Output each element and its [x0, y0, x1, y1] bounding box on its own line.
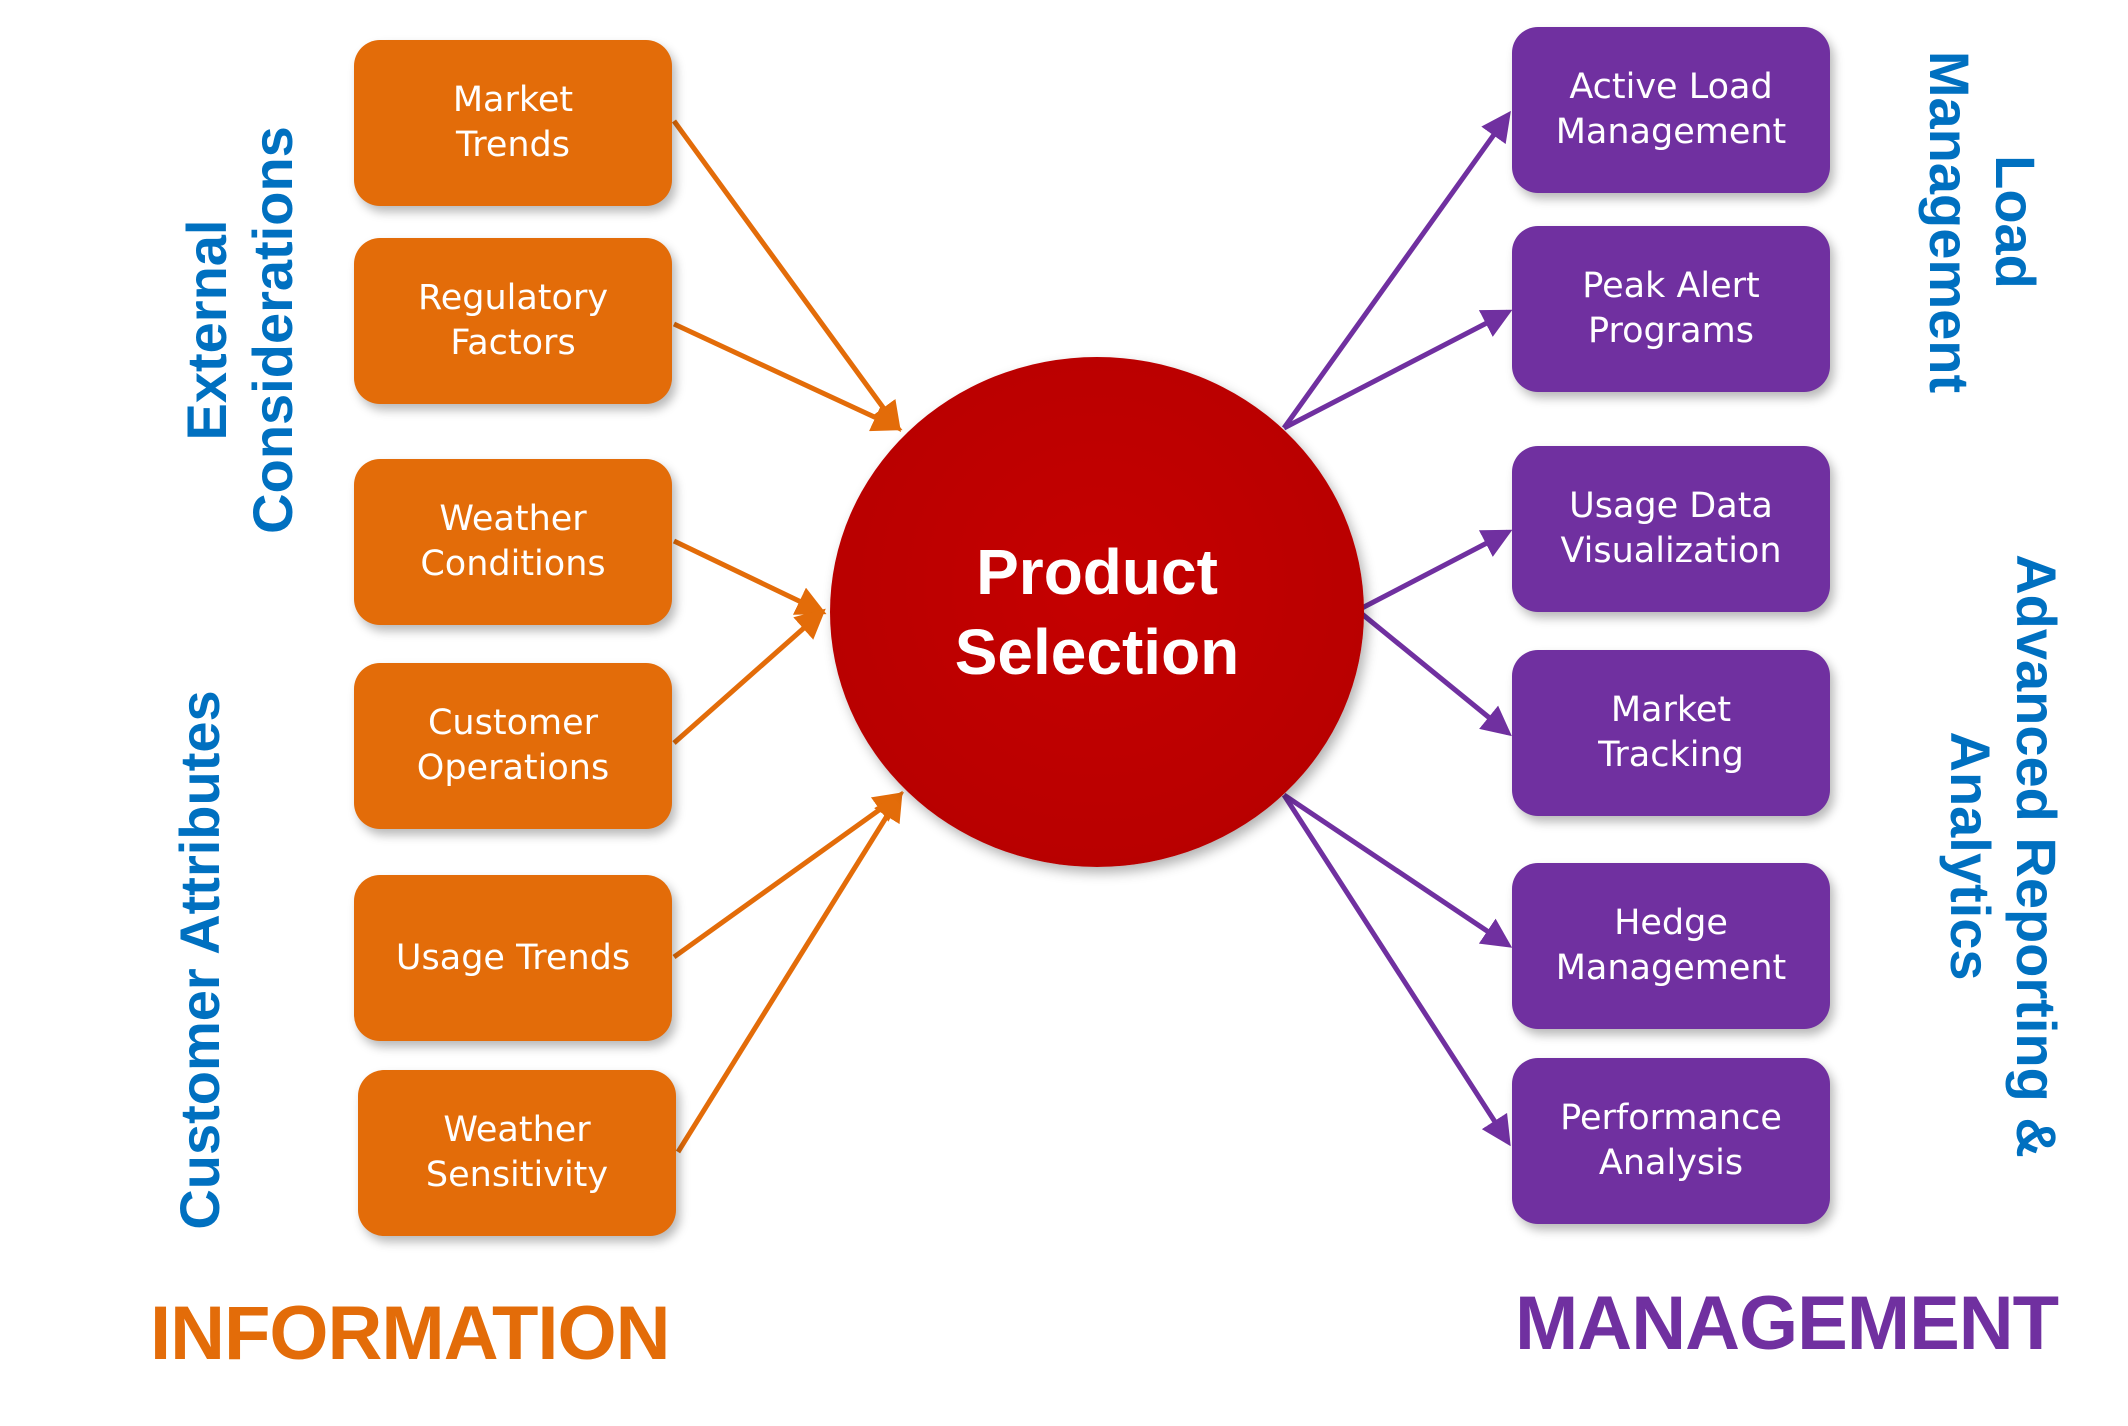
arrow-customer-operations — [672, 608, 826, 745]
advanced-reporting-analytics-label: Advanced Reporting & Analytics — [1939, 554, 2068, 1158]
arrow-weather-sensitivity — [675, 790, 903, 1154]
arrow-weather-conditions — [672, 538, 827, 615]
arrow-peak-alert-programs — [1282, 309, 1513, 431]
load-management-label: Load Management — [1918, 50, 2047, 394]
arrow-usage-data-visualization — [1360, 529, 1513, 611]
management-footer-label: MANAGEMENT — [1515, 1281, 2059, 1366]
mgmt-box-peak-alert-programs: Peak Alert Programs — [1512, 226, 1830, 392]
info-box-market-trends: Market Trends — [354, 40, 672, 206]
arrow-performance-analysis — [1281, 793, 1511, 1147]
product-selection-hub: Product Selection — [830, 357, 1364, 867]
mgmt-box-market-tracking: Market Tracking — [1512, 650, 1830, 816]
customer-attributes-label: Customer Attributes — [168, 690, 231, 1230]
mgmt-box-performance-analysis: Performance Analysis — [1512, 1058, 1830, 1224]
info-box-weather-sensitivity: Weather Sensitivity — [358, 1070, 676, 1236]
arrow-usage-trends — [672, 792, 905, 960]
info-box-usage-trends: Usage Trends — [354, 875, 672, 1041]
arrow-hedge-management — [1282, 792, 1513, 948]
information-footer-label: INFORMATION — [150, 1291, 671, 1376]
arrow-regulatory-factors — [672, 321, 903, 432]
info-box-customer-operations: Customer Operations — [354, 663, 672, 829]
mgmt-box-active-load-management: Active Load Management — [1512, 27, 1830, 193]
arrow-market-tracking — [1360, 612, 1512, 737]
arrow-active-load-management — [1281, 110, 1511, 430]
arrow-market-trends — [671, 119, 901, 433]
info-box-weather-conditions: Weather Conditions — [354, 459, 672, 625]
info-box-regulatory-factors: Regulatory Factors — [354, 238, 672, 404]
mgmt-box-usage-data-visualization: Usage Data Visualization — [1512, 446, 1830, 612]
mgmt-box-hedge-management: Hedge Management — [1512, 863, 1830, 1029]
external-considerations-label: External Considerations — [175, 126, 304, 534]
